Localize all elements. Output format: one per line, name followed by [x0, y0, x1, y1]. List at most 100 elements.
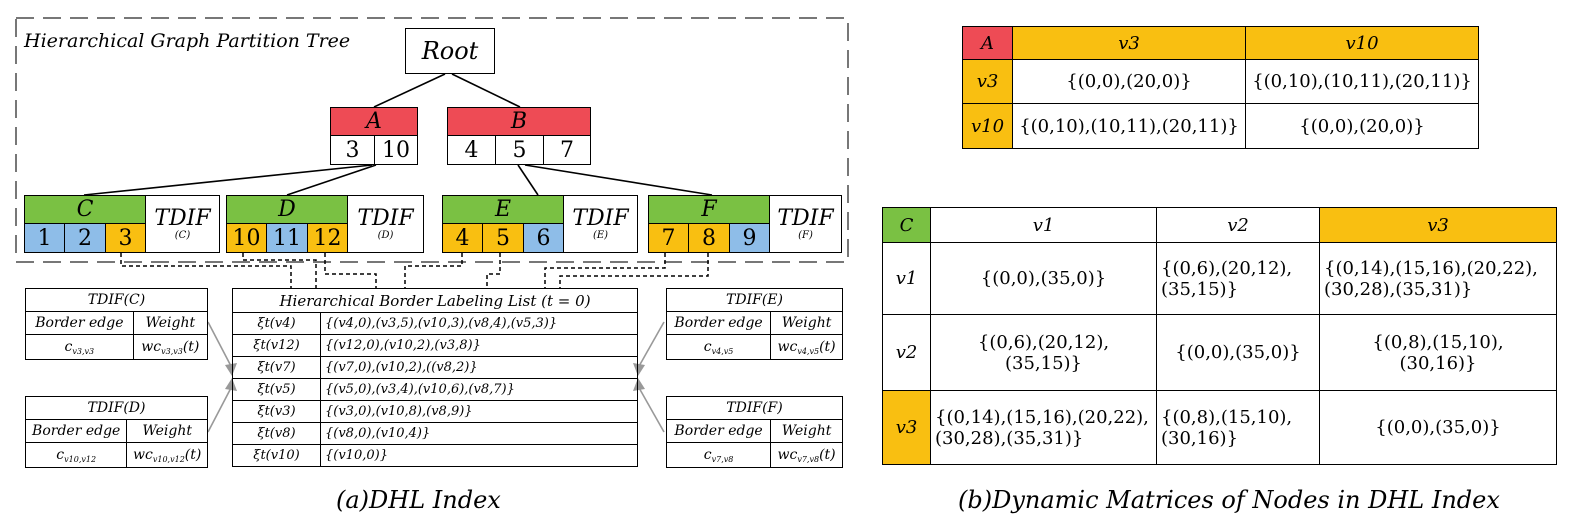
cell-line: (30,16)} — [1399, 352, 1477, 374]
label-key: ξt(v7) — [232, 356, 321, 379]
matrix-cell: {(0,10),(10,11),(20,11)} — [1245, 59, 1479, 104]
leaf-c: C 1 2 3 TDIF (C) — [24, 195, 220, 253]
leaf-c-cell-border: 3 — [105, 223, 146, 253]
leaf-f-cell: 9 — [729, 223, 770, 253]
cell-line: {(0,0),(35,0)} — [980, 268, 1107, 289]
leaf-e-cell: 6 — [523, 223, 564, 253]
label-value: {(v8,0),(v10,4)} — [320, 422, 638, 445]
tdif-edge-cell: cv3,v3 — [25, 334, 134, 360]
node-a-cell: 10 — [374, 135, 418, 165]
table-row: v10 {(0,10),(10,11),(20,11)} {(0,0),(20,… — [962, 103, 1479, 149]
weight-symbol: wc — [133, 446, 153, 463]
tdif-weight-cell: wcv4,v5(t) — [770, 334, 843, 360]
table-row: ξt(v8){(v8,0),(v10,4)} — [232, 422, 638, 445]
partition-tree-frame — [15, 17, 849, 263]
edge-symbol: c — [64, 338, 73, 355]
node-a-label: A — [330, 107, 418, 136]
matrix-cell: {(0,6),(20,12),(35,15)} — [1156, 242, 1320, 315]
matrix-col-head: v3 — [1012, 26, 1246, 60]
cell-line: {(0,6),(20,12), — [977, 331, 1110, 353]
leaf-d-label: D — [226, 195, 348, 224]
arrow-tdif-c — [207, 321, 233, 369]
matrix-cell: {(0,8),(15,10),(30,16)} — [1156, 390, 1320, 465]
leaf-c-label: C — [24, 195, 146, 224]
weight-subscript: v4,v5 — [797, 346, 820, 356]
tdif-weight-cell: wcv3,v3(t) — [132, 334, 209, 360]
tdif-col-edge: Border edge — [665, 419, 772, 443]
leaf-d-cell: 11 — [266, 223, 308, 253]
edge-b-e — [517, 164, 539, 196]
dash-c3 — [120, 253, 292, 288]
cell-line: (35,15)} — [1161, 278, 1239, 300]
weight-t: (t) — [182, 338, 200, 355]
arrow-tdif-d — [207, 385, 233, 433]
matrix-row-head: v1 — [882, 242, 931, 315]
cell-line: (30,16)} — [1161, 427, 1239, 449]
tdif-label: TDIF — [777, 205, 834, 231]
tdif-edge-cell: cv4,v5 — [665, 334, 772, 360]
dash-d10 — [242, 253, 317, 288]
matrix-row-head: v3 — [962, 59, 1013, 104]
label-value: {(v7,0),(v10,2),((v8,2)} — [320, 356, 638, 379]
tdif-edge-cell: cv7,v8 — [665, 442, 772, 468]
weight-symbol: wc — [777, 338, 798, 355]
matrix-row-head: v3 — [882, 390, 931, 465]
edge-a-c — [83, 164, 373, 196]
matrix-cell: {(0,0),(35,0)} — [1156, 314, 1320, 391]
table-row: ξt(v7){(v7,0),(v10,2),((v8,2)} — [232, 356, 638, 379]
matrix-cell: {(0,8),(15,10),(30,16)} — [1319, 314, 1557, 391]
matrix-corner: A — [962, 26, 1013, 60]
cell-line: {(0,6),(20,12), — [1161, 257, 1293, 279]
caption-a: (a)DHL Index — [336, 486, 501, 514]
leaf-e: E 4 5 6 TDIF (E) — [442, 195, 638, 253]
arrow-tdif-e — [637, 321, 665, 369]
node-b-label: B — [447, 107, 591, 136]
label-value: {(v5,0),(v3,4),(v10,6),(v8,7)} — [320, 378, 638, 401]
leaf-c-tdif: TDIF (C) — [145, 195, 220, 253]
tdif-weight-cell: wcv10,v12(t) — [126, 442, 208, 468]
label-key: ξt(v5) — [232, 378, 321, 401]
caption-b: (b)Dynamic Matrices of Nodes in DHL Inde… — [958, 486, 1500, 514]
cell-line: {(0,0),(35,0)} — [1175, 342, 1301, 363]
matrix-cell: {(0,0),(20,0)} — [1012, 59, 1246, 104]
dash-f7 — [544, 253, 666, 288]
edge-b-f — [524, 164, 713, 196]
leaf-f-label: F — [648, 195, 770, 224]
leaf-f: F 7 8 9 TDIF (F) — [648, 195, 842, 253]
tdif-weight-cell: wcv7,v8(t) — [770, 442, 843, 468]
label-value: {(v10,0)} — [320, 444, 638, 467]
leaf-d-tdif: TDIF (D) — [347, 195, 424, 253]
leaf-d-cell-border: 10 — [226, 223, 267, 253]
leaf-d: D 10 11 12 TDIF (D) — [226, 195, 424, 253]
edge-symbol: c — [703, 338, 712, 355]
cell-line: {(0,14),(15,16),(20,22), — [935, 406, 1149, 428]
node-b-cell: 4 — [447, 135, 496, 165]
matrix-cell: {(0,10),(10,11),(20,11)} — [1012, 103, 1246, 149]
table-row: v3 {(0,0),(20,0)} {(0,10),(10,11),(20,11… — [962, 59, 1479, 104]
table-row: ξt(v12){(v12,0),(v10,2),(v3,8)} — [232, 334, 638, 357]
edge-root-a — [373, 73, 446, 108]
tdif-sub: (C) — [174, 229, 191, 241]
tdif-label: TDIF — [357, 205, 414, 231]
matrix-cell: {(0,0),(35,0)} — [930, 242, 1157, 315]
table-row: v3 {(0,14),(15,16),(20,22),(30,28),(35,3… — [882, 390, 1557, 465]
weight-t: (t) — [184, 446, 202, 463]
matrix-cell: {(0,0),(20,0)} — [1245, 103, 1479, 149]
node-b: B 4 5 7 — [447, 107, 591, 165]
tdif-sub: (E) — [592, 229, 609, 241]
weight-t: (t) — [819, 446, 836, 463]
edge-a-d — [286, 164, 377, 196]
label-key: ξt(v12) — [232, 334, 321, 357]
dash-e4 — [404, 253, 463, 288]
labeling-list-title: Hierarchical Border Labeling List (t = 0… — [232, 288, 638, 313]
leaf-d-cell-border: 12 — [307, 223, 348, 253]
cell-line: (30,28),(35,31)} — [935, 427, 1084, 449]
partition-tree-title: Hierarchical Graph Partition Tree — [24, 30, 351, 52]
label-key: ξt(v10) — [232, 444, 321, 467]
label-key: ξt(v4) — [232, 312, 321, 335]
node-b-cell: 7 — [543, 135, 591, 165]
edge-symbol: c — [56, 446, 65, 463]
